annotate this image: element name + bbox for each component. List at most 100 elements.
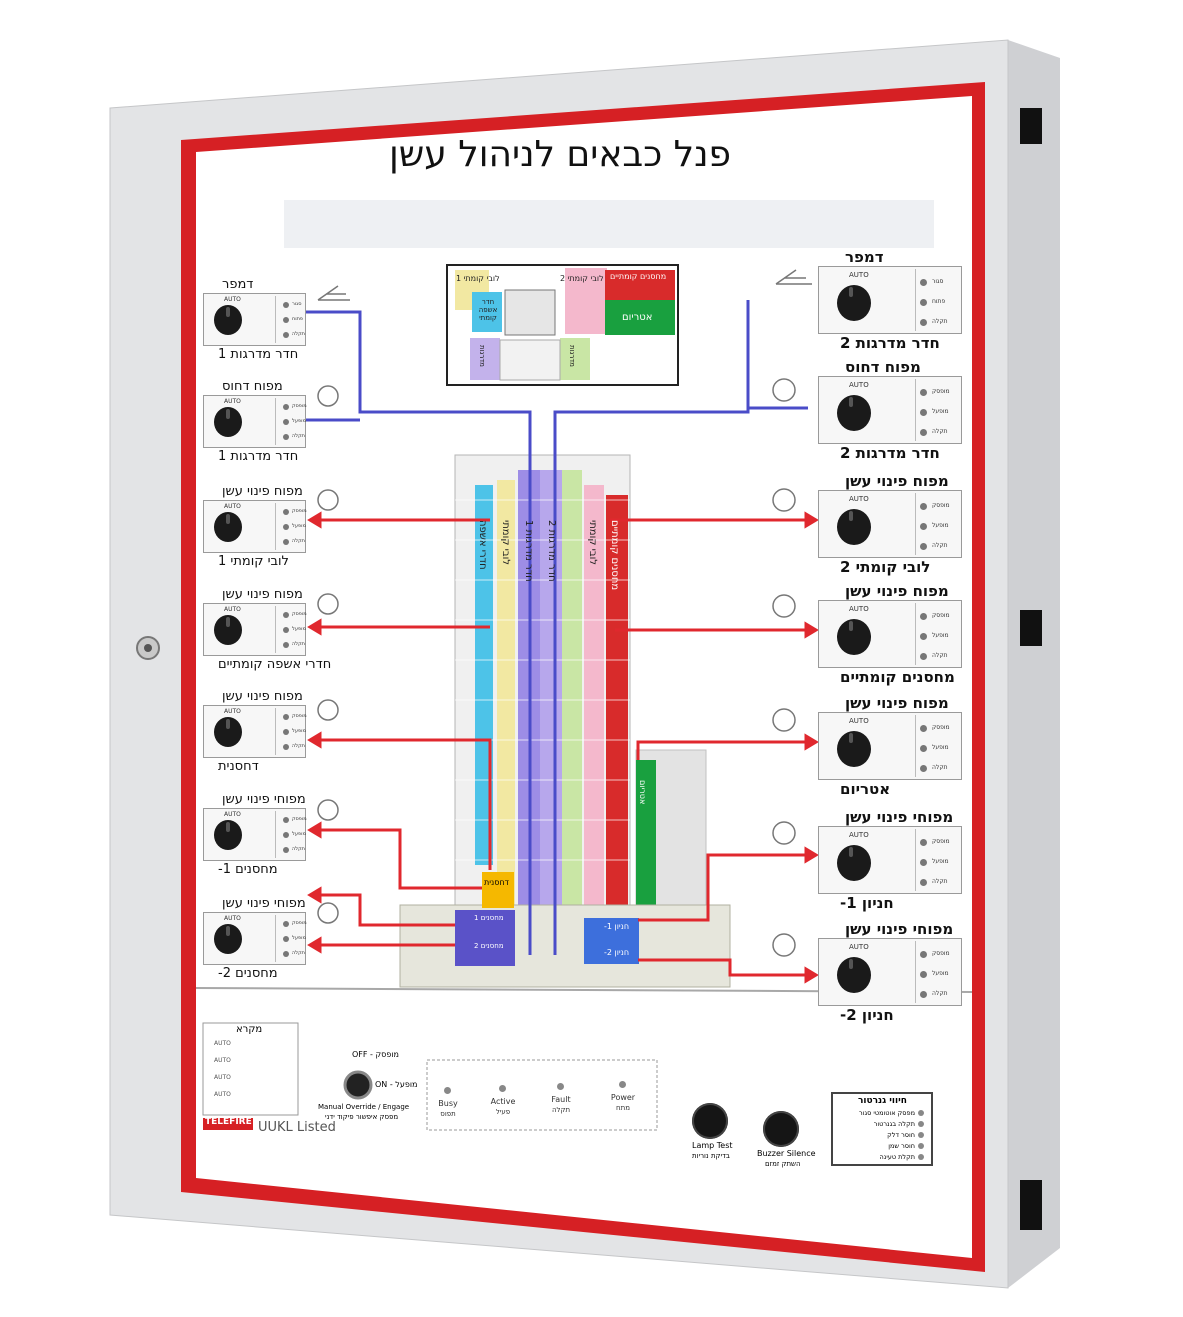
divider (275, 915, 276, 962)
buzzer-silence-button[interactable] (763, 1111, 799, 1147)
status-label: Fault (551, 1095, 571, 1104)
status-active-led (499, 1085, 506, 1092)
selector-knob[interactable] (214, 717, 242, 747)
selector-knob[interactable] (214, 407, 242, 437)
divider (915, 269, 916, 331)
device-location: חניון 2- (840, 1006, 894, 1024)
status-label-he: פעיל (495, 1108, 511, 1116)
shaft-garbage: חדרי אשפה (477, 520, 488, 570)
status-label: תקלה (292, 950, 305, 956)
divider (915, 379, 916, 441)
status-led (283, 332, 289, 338)
generator-item: חוסר דלק (887, 1131, 915, 1139)
auto-label: AUTO (224, 296, 241, 303)
device-location: דחסנית (218, 759, 259, 774)
legend-row: AUTO (214, 1091, 231, 1098)
legend-box (202, 1022, 299, 1116)
lock-keyhole (144, 644, 152, 652)
auto-label: AUTO (224, 915, 241, 922)
selector-knob[interactable] (837, 619, 871, 655)
generator-led (918, 1132, 924, 1138)
status-panel (426, 1059, 658, 1131)
status-label: תקלה (292, 538, 305, 544)
status-label: מופעל (932, 408, 949, 415)
override-key-switch[interactable] (343, 1070, 373, 1100)
device-title: מפוח דחוס (222, 379, 283, 394)
selector-knob[interactable] (214, 820, 242, 850)
status-led (920, 971, 927, 978)
buzzer-silence-label: Buzzer Silence (757, 1149, 816, 1158)
shaft-stairs2: חדר מדרגות 2 (546, 520, 557, 582)
status-led (920, 613, 927, 620)
status-led (283, 832, 289, 838)
selector-knob[interactable] (214, 924, 242, 954)
divider (915, 493, 916, 555)
device-title: מפוחי פינוי עשן (222, 896, 306, 911)
generator-led (918, 1154, 924, 1160)
status-led (920, 991, 927, 998)
status-led (920, 319, 927, 326)
status-label: מופעל (292, 935, 306, 941)
status-label: מופסק (292, 611, 307, 617)
generator-led (918, 1121, 924, 1127)
selector-knob[interactable] (837, 395, 871, 431)
status-label: מופעל (932, 744, 949, 751)
status-label: Busy (438, 1099, 458, 1108)
device-location: לובי קומתי 1 (218, 554, 289, 569)
status-label-he: תקלה (551, 1106, 571, 1114)
status-label: מופסק (292, 920, 307, 926)
status-label: פתוח (292, 316, 304, 322)
status-label: מופעל (292, 831, 306, 837)
status-label: מופסק (932, 612, 950, 619)
status-led (283, 642, 289, 648)
legend-row: AUTO (214, 1040, 231, 1047)
device-location: חדרי אשפה קומתיים (218, 657, 332, 672)
status-led (283, 744, 289, 750)
device-location: חדר מדרגות 2 (840, 444, 940, 462)
status-led (920, 409, 927, 416)
status-led (283, 936, 289, 942)
divider (275, 296, 276, 343)
status-led (283, 627, 289, 633)
lamp-test-label: Lamp Test (692, 1141, 733, 1150)
device-title: מפוחי פינוי עשן (845, 920, 954, 938)
shaft-stairs1: חדר מדרגות 1 (523, 520, 534, 582)
selector-knob[interactable] (837, 845, 871, 881)
selector-knob[interactable] (837, 285, 871, 321)
fp-stairs1: מדרגות (478, 345, 486, 367)
buzzer-silence-label-he: השתק זמזם (765, 1160, 801, 1168)
selector-knob[interactable] (214, 615, 242, 645)
status-led (283, 817, 289, 823)
generator-box (831, 1092, 933, 1166)
selector-knob[interactable] (214, 512, 242, 542)
status-label: מופעל (292, 626, 306, 632)
status-led (920, 859, 927, 866)
device-location: אטריום (840, 780, 891, 798)
status-led (283, 317, 289, 323)
lamp-test-label-he: בדיקת נוריות (692, 1152, 730, 1160)
generator-item: תקלה בגנרטור (873, 1120, 915, 1128)
status-led (920, 633, 927, 640)
selector-knob[interactable] (837, 731, 871, 767)
status-label: מופעל (292, 728, 306, 734)
divider (275, 503, 276, 550)
lamp-test-button[interactable] (692, 1103, 728, 1139)
device-title: מפוח פינוי עשן (222, 587, 303, 602)
status-fault-led (557, 1083, 564, 1090)
device-location: חניון 1- (840, 894, 894, 912)
selector-knob[interactable] (214, 305, 242, 335)
status-led (283, 524, 289, 530)
divider (275, 606, 276, 653)
fp-garbage: חדר אשפה קומתי (478, 298, 498, 322)
status-label-he: תפוס (440, 1110, 456, 1118)
status-led (920, 745, 927, 752)
status-label: תקלה (932, 652, 948, 659)
status-label: מופסק (292, 713, 307, 719)
selector-knob[interactable] (837, 509, 871, 545)
divider (915, 715, 916, 777)
listing-label: UUKL Listed (258, 1120, 336, 1135)
selector-knob[interactable] (837, 957, 871, 993)
status-led (920, 839, 927, 846)
